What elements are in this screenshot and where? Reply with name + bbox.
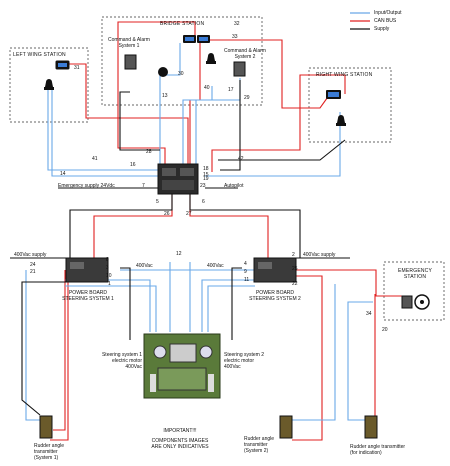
- wire-number: 22: [292, 281, 298, 287]
- emergency-station-box: [383, 261, 445, 321]
- wire-number: 25: [292, 266, 298, 272]
- right-wing-joystick-icon: [336, 115, 346, 126]
- wire-number: 29: [244, 95, 250, 101]
- vac-mid-right-label: 400Vac: [207, 263, 224, 269]
- legend-io-label: Input/Output: [374, 10, 402, 16]
- io-wires: [25, 43, 373, 421]
- motor-2-gauge-icon: [199, 345, 213, 359]
- canbus-wires: [50, 21, 410, 441]
- wire-number: 28: [146, 149, 152, 155]
- bridge-station-title: BRIDGE STATION: [160, 21, 205, 27]
- emergency-wheel-icon: [414, 294, 430, 310]
- vac-supply-right-label: 400Vac supply: [303, 252, 336, 258]
- wire-number: 15: [203, 172, 209, 178]
- wire-number: 6: [202, 199, 205, 205]
- wire-number: 9: [244, 269, 247, 275]
- wire-number: 7: [142, 183, 145, 189]
- wire-number: 23: [200, 183, 206, 189]
- wire-number: 17: [228, 87, 234, 93]
- wire-number: 14: [60, 171, 66, 177]
- power-board-steering-1: [65, 257, 109, 283]
- command-alarm-system-1-unit: [124, 54, 137, 70]
- legend-canbus-label: CAN BUS: [374, 18, 397, 24]
- bridge-steering-knob-icon: [158, 67, 168, 77]
- wire-number: 34: [366, 311, 372, 317]
- rudder-transmitter-indication-label: Rudder angle transmitter(for indication): [350, 444, 406, 456]
- autopilot-label: Autopilot: [224, 183, 244, 189]
- wire-number: 10: [106, 273, 112, 279]
- wire-number: 31: [74, 65, 80, 71]
- wire-number: 21: [30, 269, 36, 275]
- wire-number: 3: [106, 265, 109, 271]
- wire-number: 42: [238, 156, 244, 162]
- wire-number: 20: [382, 327, 388, 333]
- right-wing-station-box: [308, 67, 392, 143]
- wire-number: 5: [156, 199, 159, 205]
- wire-number: 41: [92, 156, 98, 162]
- wire-number: 27: [186, 211, 192, 217]
- left-wing-joystick-icon: [44, 79, 54, 90]
- vac-supply-left-label: 400Vac supply: [14, 252, 47, 258]
- important-heading: IMPORTANT!!!: [163, 428, 197, 434]
- wire-number: 4: [244, 261, 247, 267]
- command-alarm-system-2-unit: [233, 61, 246, 77]
- emergency-supply-label: Emergency supply 24Vdc: [58, 183, 115, 189]
- wire-number: 13: [162, 93, 168, 99]
- power-board-steering-2: [253, 257, 297, 283]
- wire-number: 18: [203, 166, 209, 172]
- bridge-station-box: [101, 16, 263, 106]
- wire-number: 8: [106, 257, 109, 263]
- bridge-joystick-icon: [206, 53, 216, 64]
- wire-number: 24: [30, 262, 36, 268]
- right-wing-station-title: RIGHT WING STATION: [316, 72, 373, 78]
- motor-1-gauge-icon: [153, 345, 167, 359]
- wire-number: 33: [232, 34, 238, 40]
- rudder-transmitter-indication: [364, 415, 378, 439]
- wire-number: 11: [244, 277, 250, 283]
- left-wing-station-title: LEFT WING STATION: [13, 52, 66, 58]
- wire-number: 19: [203, 176, 209, 182]
- wire-number: 26: [164, 211, 170, 217]
- legend-supply-label: Supply: [374, 26, 390, 32]
- vac-mid-left-label: 400Vac: [136, 263, 153, 269]
- wire-number: 2: [292, 252, 295, 258]
- rudder-transmitter-1: [39, 415, 53, 439]
- wire-number: 12: [176, 251, 182, 257]
- wire-number: 32: [234, 21, 240, 27]
- wire-number: 1: [108, 281, 111, 287]
- supply-wires: [10, 80, 350, 416]
- wire-number: 30: [178, 71, 184, 77]
- wire-number: 16: [130, 162, 136, 168]
- wire-number: 40: [204, 85, 210, 91]
- emergency-panel: [401, 295, 413, 309]
- rudder-transmitter-2: [279, 415, 293, 439]
